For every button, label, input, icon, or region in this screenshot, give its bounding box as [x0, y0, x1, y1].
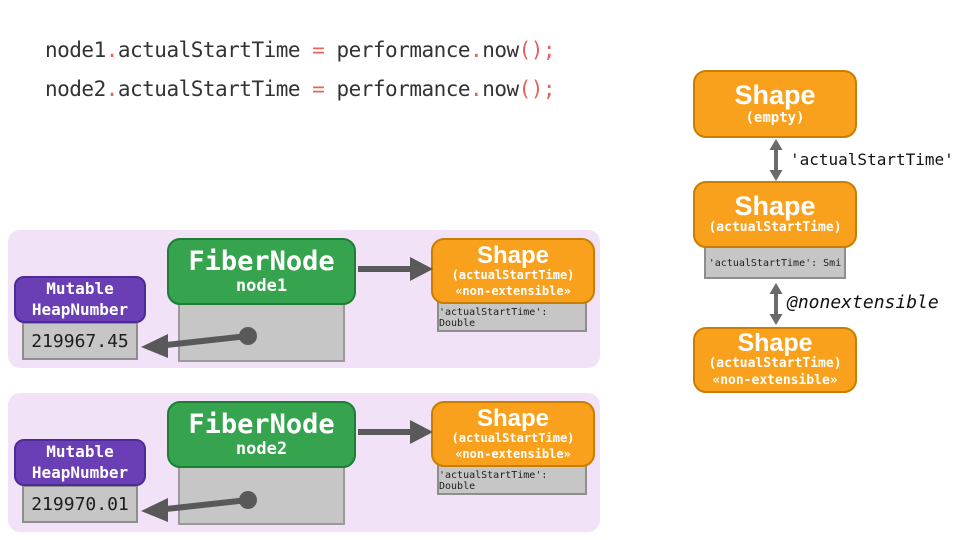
object-panel-node2: Mutable HeapNumber 219970.01 FiberNode n… — [8, 393, 600, 532]
shape-with-property-subtitle: (actualStartTime) — [708, 220, 842, 236]
shape-title: Shape — [476, 404, 550, 432]
code-token-object: node2 — [45, 77, 106, 101]
shape-with-property-box: Shape (actualStartTime) — [693, 181, 857, 248]
code-token-dot: . — [470, 38, 483, 62]
shape-empty-title: Shape — [734, 79, 816, 110]
code-token-call-punctuation: (); — [518, 77, 556, 101]
memory-slot-box — [178, 303, 345, 362]
fibernode-title: FiberNode — [188, 246, 335, 278]
shape-nonextensible-title: Shape — [737, 328, 813, 357]
code-token-call-punctuation: (); — [518, 38, 556, 62]
code-line-2: node2.actualStartTime = performance.now(… — [45, 77, 556, 101]
code-token-dot: . — [105, 38, 119, 62]
property-slot-double: 'actualStartTime': Double — [437, 464, 587, 495]
code-token-method: now — [482, 77, 519, 101]
heapnumber-box: Mutable HeapNumber — [14, 439, 146, 486]
memory-slot-box — [178, 466, 345, 525]
code-token-property: actualStartTime — [117, 38, 301, 62]
fibernode-name: node1 — [235, 276, 288, 296]
code-token-dot: . — [105, 77, 119, 101]
heapnumber-box: Mutable HeapNumber — [14, 276, 146, 323]
shape-title: Shape — [476, 241, 550, 269]
heapnumber-label-line1: Mutable — [46, 278, 114, 298]
code-token-dot: . — [470, 77, 483, 101]
fibernode-name: node2 — [235, 439, 288, 459]
heapnumber-value: 219970.01 — [22, 485, 138, 523]
shape-nonextensible-box: Shape (actualStartTime) «non-extensible» — [431, 238, 595, 304]
shape-badge: «non-extensible» — [455, 283, 571, 298]
transition-double-arrow-icon — [769, 283, 783, 325]
object-panel-node1: Mutable HeapNumber 219967.45 FiberNode n… — [8, 230, 600, 368]
heapnumber-value: 219967.45 — [22, 322, 138, 360]
property-transition-label: 'actualStartTime' — [790, 150, 954, 169]
shape-nonextensible-box: Shape (actualStartTime) «non-extensible» — [693, 327, 857, 393]
code-token-object: node1 — [45, 38, 106, 62]
shape-with-property-title: Shape — [734, 190, 816, 221]
shape-subtitle: (actualStartTime) — [451, 268, 575, 282]
nonextensible-transition-label: @nonextensible — [787, 292, 939, 313]
code-token-callee: performance — [336, 77, 471, 101]
code-token-equals: = — [300, 77, 337, 101]
property-slot-smi: 'actualStartTime': Smi — [704, 244, 846, 279]
shape-empty-box: Shape (empty) — [693, 70, 857, 138]
shape-subtitle: (actualStartTime) — [451, 431, 575, 445]
code-token-equals: = — [300, 38, 337, 62]
shape-badge: «non-extensible» — [455, 446, 571, 461]
shape-nonextensible-box: Shape (actualStartTime) «non-extensible» — [431, 401, 595, 467]
shape-nonextensible-badge: «non-extensible» — [712, 373, 838, 389]
fibernode-box: FiberNode node1 — [167, 238, 356, 305]
property-slot-double: 'actualStartTime': Double — [437, 301, 587, 332]
code-token-property: actualStartTime — [117, 77, 301, 101]
code-line-1: node1.actualStartTime = performance.now(… — [45, 38, 556, 62]
code-token-method: now — [482, 38, 519, 62]
fibernode-box: FiberNode node2 — [167, 401, 356, 468]
heapnumber-label-line1: Mutable — [46, 441, 114, 461]
transition-double-arrow-icon — [769, 139, 783, 181]
fibernode-title: FiberNode — [188, 409, 335, 441]
shape-nonextensible-subtitle: (actualStartTime) — [708, 356, 842, 372]
shape-empty-subtitle: (empty) — [745, 110, 805, 127]
heapnumber-label-line2: HeapNumber — [31, 299, 129, 319]
heapnumber-label-line2: HeapNumber — [31, 462, 129, 482]
code-token-callee: performance — [336, 38, 471, 62]
